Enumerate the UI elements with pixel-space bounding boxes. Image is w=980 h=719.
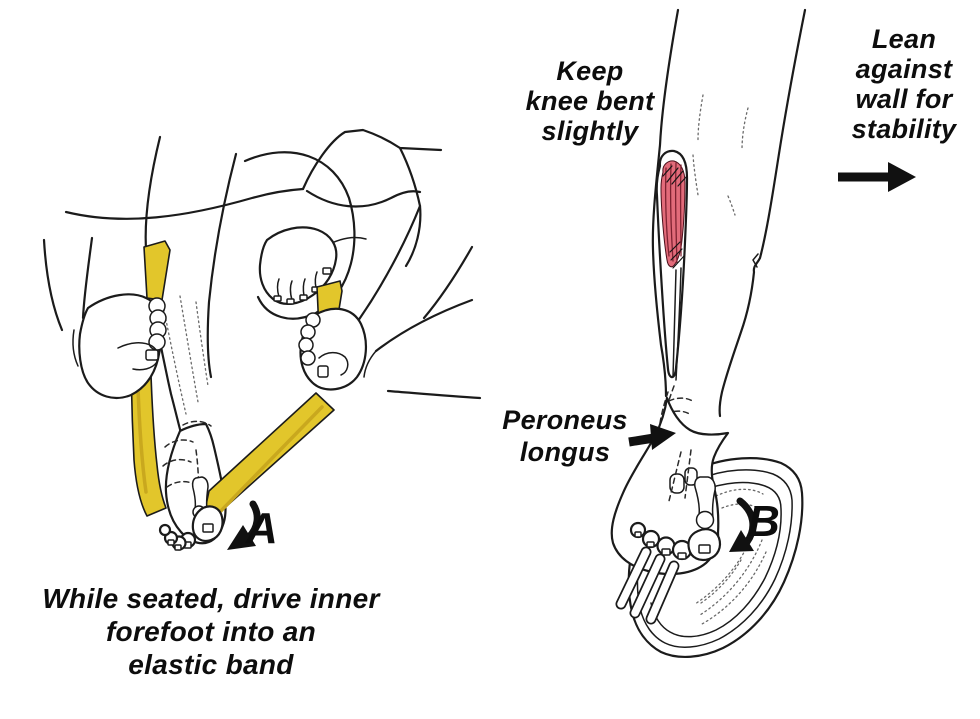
wall-arrow-icon	[838, 162, 916, 192]
knee-notch	[752, 253, 759, 268]
muscle-pointer-arrow-icon	[628, 424, 676, 450]
band-left-upper-segment	[143, 240, 171, 301]
toenail	[698, 544, 711, 554]
rotation-arrow-b-icon	[729, 497, 757, 552]
toenail	[273, 295, 282, 302]
right-panel-illustration	[610, 8, 916, 659]
left-panel-caption: While seated, drive inner forefoot into …	[42, 583, 380, 680]
toenail	[202, 523, 214, 533]
thigh-stipple	[697, 94, 704, 141]
left-panel-illustration	[42, 128, 482, 551]
rotation-arrow-a-icon	[227, 500, 261, 550]
pressed-toes	[615, 546, 680, 625]
peroneus-longus-label: Peroneus longus	[502, 405, 628, 467]
peroneus-longus-muscle	[655, 149, 689, 381]
exercising-foot-toes	[158, 476, 224, 551]
thumbnail	[317, 365, 329, 378]
seated-figure-line-art	[64, 128, 474, 435]
thumbnail	[145, 349, 159, 361]
wall-note: Lean against wall for stability	[851, 24, 957, 144]
muscle-tendon	[672, 269, 677, 378]
standing-leg-line-art	[651, 8, 807, 418]
step-label-b: B	[748, 497, 780, 546]
step-label-a: A	[246, 504, 278, 553]
standing-foot	[610, 396, 730, 625]
ankle-contour-dashed	[182, 420, 212, 427]
balance-pad	[627, 457, 804, 659]
left-hand	[42, 236, 167, 400]
right-hand	[298, 298, 482, 400]
knee-note: Keep knee bent slightly	[525, 56, 655, 146]
resting-foot	[258, 226, 338, 305]
